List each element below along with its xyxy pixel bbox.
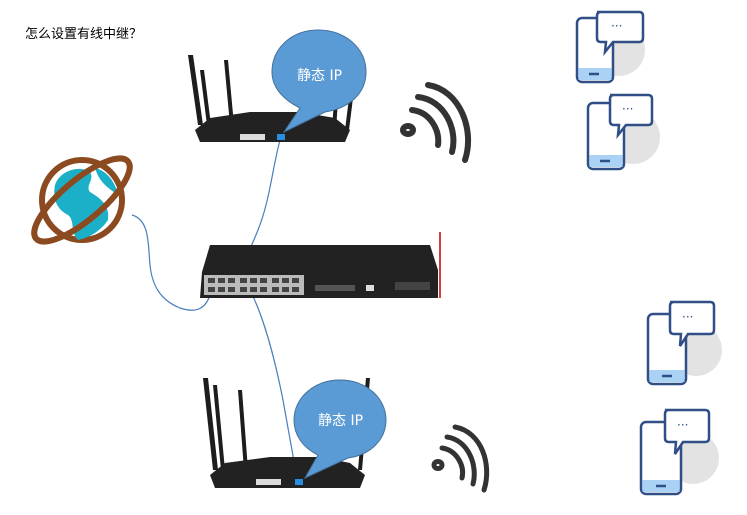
- bubble-label-top: 静态 IP: [297, 68, 342, 84]
- smartphone-chat-icon: ···: [575, 10, 645, 84]
- speech-bubble-top: 静态 IP: [271, 29, 367, 134]
- speech-bubble-bottom: 静态 IP: [293, 379, 387, 480]
- svg-text:···: ···: [677, 418, 688, 432]
- cables: [131, 139, 298, 481]
- smartphone-chat-icon: ···: [586, 93, 660, 171]
- smartphone-chat-icon: ···: [646, 300, 722, 386]
- globe-icon: [31, 155, 133, 245]
- svg-text:···: ···: [611, 19, 622, 33]
- wifi-signal-icon-bottom: [431, 424, 490, 493]
- network-switch: [200, 245, 438, 298]
- smartphone-chat-icons: ··· ··· ··· ···: [575, 10, 722, 496]
- cable-switch-to-router-bottom: [249, 289, 298, 481]
- smartphone-chat-icon: ···: [639, 408, 719, 496]
- svg-text:···: ···: [682, 310, 693, 324]
- cable-internet-to-switch: [131, 214, 211, 311]
- bubble-label-bottom: 静态 IP: [318, 413, 363, 429]
- svg-text:···: ···: [622, 102, 633, 116]
- wifi-signal-icon-top: [400, 82, 472, 163]
- diagram-title: 怎么设置有线中继？: [25, 27, 143, 42]
